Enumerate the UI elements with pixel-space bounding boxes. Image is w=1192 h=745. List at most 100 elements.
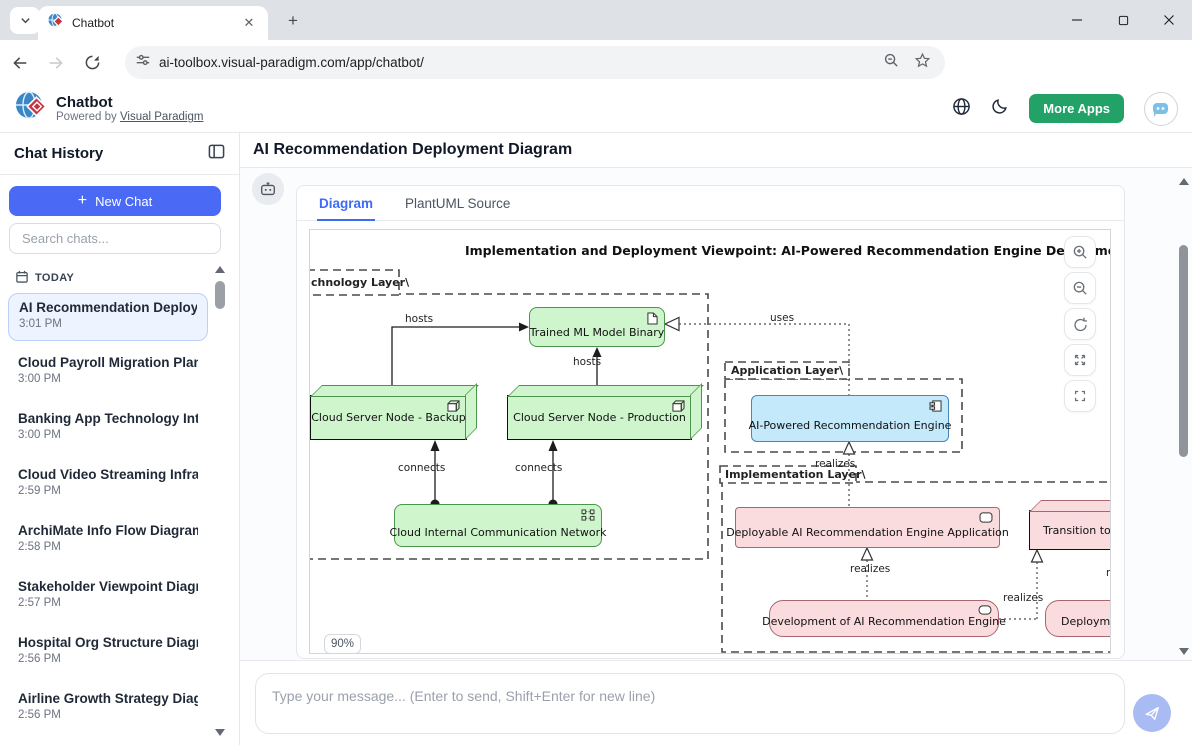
site-settings-icon[interactable] xyxy=(135,52,151,73)
window-maximize-button[interactable] xyxy=(1100,0,1146,40)
node-cloud-server-backup[interactable]: Cloud Server Node - Backup xyxy=(310,395,467,440)
edge-label-realizes: realizes xyxy=(850,563,890,575)
zoom-out-button[interactable] xyxy=(1064,272,1096,304)
node-cloud-internal-network[interactable]: Cloud Internal Communication Network xyxy=(394,504,602,547)
diagram-message-card: Diagram PlantUML Source xyxy=(296,185,1125,659)
chat-item-selected[interactable]: AI Recommendation Deploy...3:01 PM xyxy=(8,293,208,341)
zoom-indicator-icon[interactable] xyxy=(883,52,900,74)
main-area: AI Recommendation Deployment Diagram Dia… xyxy=(240,133,1192,745)
edge-label-realizes: realizes xyxy=(815,458,855,470)
plus-icon: + xyxy=(78,192,87,210)
forward-button[interactable] xyxy=(40,47,72,79)
tab-close-icon[interactable]: ✕ xyxy=(240,14,258,32)
group-label-technology-layer: chnology Layer\ xyxy=(311,276,409,289)
tab-search-chevron-icon[interactable] xyxy=(10,7,40,34)
node-cube-icon xyxy=(672,400,685,415)
calendar-icon xyxy=(16,270,28,286)
composer xyxy=(240,660,1192,745)
powered-by: Powered by Visual Paradigm xyxy=(56,111,203,123)
message-input[interactable] xyxy=(272,674,1108,718)
window-minimize-button[interactable] xyxy=(1054,0,1100,40)
node-cube-icon xyxy=(447,400,460,415)
fit-expand-button[interactable] xyxy=(1064,344,1096,376)
new-chat-button[interactable]: + New Chat xyxy=(9,186,221,216)
network-icon xyxy=(581,509,595,524)
component-icon xyxy=(929,400,942,415)
dark-mode-moon-icon[interactable] xyxy=(991,97,1009,120)
sidebar: Chat History + New Chat TODAY AI Recomme… xyxy=(0,133,240,745)
chat-scroll-up-arrow[interactable] xyxy=(1179,178,1189,185)
favicon xyxy=(48,13,64,34)
app-logo xyxy=(14,89,48,128)
chat-item[interactable]: ArchiMate Info Flow Diagram2:58 PM xyxy=(8,517,208,565)
bookmark-star-icon[interactable] xyxy=(914,52,931,74)
address-bar[interactable]: ai-toolbox.visual-paradigm.com/app/chatb… xyxy=(125,46,945,79)
artifact-icon xyxy=(647,312,658,328)
chat-item[interactable]: Airline Growth Strategy Diag...2:56 PM xyxy=(8,685,208,733)
tab-title: Chatbot xyxy=(72,16,232,30)
node-development[interactable]: Development of AI Recommendation Engine xyxy=(769,600,999,637)
node-cloud-server-production[interactable]: Cloud Server Node - Production xyxy=(507,395,692,440)
edge-label-realizes-clipped: realizes xyxy=(1106,567,1111,579)
conversation-title: AI Recommendation Deployment Diagram xyxy=(253,141,572,159)
chat-item[interactable]: Hospital Org Structure Diagr...2:56 PM xyxy=(8,629,208,677)
tab-strip: Chatbot ✕ + xyxy=(0,0,1192,40)
sidebar-scroll-down-arrow[interactable] xyxy=(215,729,225,736)
edge-label-uses: uses xyxy=(770,312,794,324)
group-label-application-layer: Application Layer\ xyxy=(731,364,843,377)
window-close-button[interactable] xyxy=(1146,0,1192,40)
new-tab-button[interactable]: + xyxy=(282,10,304,32)
zoom-in-button[interactable] xyxy=(1064,236,1096,268)
edge-label-realizes: realizes xyxy=(1003,592,1043,604)
node-deployable-application[interactable]: Deployable AI Recommendation Engine Appl… xyxy=(735,507,1000,548)
send-button[interactable] xyxy=(1133,694,1171,732)
sidebar-title: Chat History xyxy=(14,145,103,162)
diagram-tabs: Diagram PlantUML Source xyxy=(297,186,1124,221)
diagram-canvas[interactable]: Implementation and Deployment Viewpoint:… xyxy=(309,229,1111,654)
chat-scrollbar-thumb[interactable] xyxy=(1179,245,1188,457)
work-package-icon xyxy=(978,605,992,618)
fullscreen-button[interactable] xyxy=(1064,380,1096,412)
url-text[interactable]: ai-toolbox.visual-paradigm.com/app/chatb… xyxy=(159,55,883,70)
browser-tab[interactable]: Chatbot ✕ xyxy=(38,6,268,40)
edge-label-hosts: hosts xyxy=(573,356,601,368)
tab-diagram[interactable]: Diagram xyxy=(319,186,373,220)
visual-paradigm-link[interactable]: Visual Paradigm xyxy=(120,111,204,123)
diagram-title: Implementation and Deployment Viewpoint:… xyxy=(465,243,1111,258)
chat-item[interactable]: Stakeholder Viewpoint Diagr...2:57 PM xyxy=(8,573,208,621)
node-deployment[interactable]: Deployment xyxy=(1045,600,1111,637)
chat-message-area: Diagram PlantUML Source xyxy=(240,168,1192,660)
edge-label-hosts: hosts xyxy=(405,313,433,325)
language-globe-icon[interactable] xyxy=(952,97,971,121)
paper-plane-icon xyxy=(1143,704,1161,722)
node-transition[interactable]: Transition to A xyxy=(1029,510,1111,550)
chat-item[interactable]: Cloud Payroll Migration Plan3:00 PM xyxy=(8,349,208,397)
today-section-header: TODAY xyxy=(16,270,74,286)
collapse-sidebar-icon[interactable] xyxy=(208,143,225,165)
bot-avatar xyxy=(252,173,284,205)
edge-label-connects: connects xyxy=(398,462,445,474)
chat-item[interactable]: Cloud Video Streaming Infra...2:59 PM xyxy=(8,461,208,509)
zoom-level-badge: 90% xyxy=(324,634,361,654)
sidebar-scrollbar-thumb[interactable] xyxy=(215,281,225,309)
app-header: Chatbot Powered by Visual Paradigm More … xyxy=(0,85,1192,133)
tab-plantuml-source[interactable]: PlantUML Source xyxy=(405,196,510,211)
browser-toolbar: ai-toolbox.visual-paradigm.com/app/chatb… xyxy=(0,40,1192,85)
reset-view-button[interactable] xyxy=(1064,308,1096,340)
node-trained-ml-model-binary[interactable]: Trained ML Model Binary xyxy=(529,307,665,347)
reload-button[interactable] xyxy=(76,47,108,79)
node-ai-recommendation-engine[interactable]: AI-Powered Recommendation Engine xyxy=(751,395,949,442)
search-chats-input[interactable] xyxy=(9,223,221,254)
chat-item[interactable]: Banking App Technology Int...3:00 PM xyxy=(8,405,208,453)
sidebar-scroll-up-arrow[interactable] xyxy=(215,266,225,273)
chatbot-avatar-icon[interactable] xyxy=(1144,92,1178,126)
chat-scrollbar[interactable] xyxy=(1176,178,1192,656)
message-input-box[interactable] xyxy=(255,673,1125,734)
back-button[interactable] xyxy=(4,47,36,79)
chat-scroll-down-arrow[interactable] xyxy=(1179,648,1189,655)
deliverable-icon xyxy=(979,512,993,526)
app-title: Chatbot xyxy=(56,94,203,111)
more-apps-button[interactable]: More Apps xyxy=(1029,94,1124,123)
diagram-edges xyxy=(310,230,1111,654)
